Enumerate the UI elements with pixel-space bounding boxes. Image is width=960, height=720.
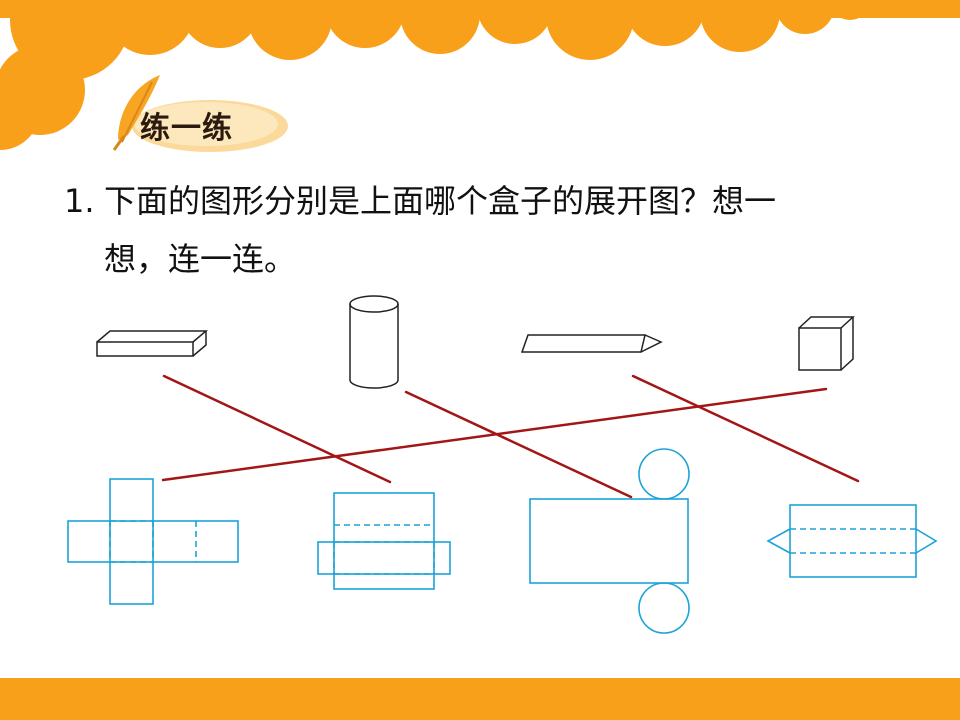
net-cylinder (529, 448, 690, 634)
footer-bar (0, 678, 960, 720)
solid-cylinder (349, 295, 399, 389)
question-text: 1.下面的图形分别是上面哪个盒子的展开图？想一 想，连一连。 (64, 172, 904, 288)
net-cube (67, 478, 239, 605)
connector-cube-to-cube-net (161, 387, 828, 482)
section-title: 练一练 (140, 111, 233, 146)
question-line-2-text: 想，连一连。 (104, 240, 297, 278)
title-badge (132, 100, 288, 152)
question-number: 1. (64, 182, 95, 220)
connector-lines (161, 374, 860, 499)
solid-flat-cuboid (96, 330, 209, 357)
solid-triangular-prism (520, 334, 663, 353)
net-triangular-prism (766, 504, 938, 578)
question-line-2: 想，连一连。 (64, 230, 904, 288)
connector-cuboid-to-cuboid-net (162, 374, 392, 484)
header-cloud-decoration (0, 0, 960, 150)
question-line-1-text: 下面的图形分别是上面哪个盒子的展开图？想一 (104, 182, 777, 220)
question-line-1: 1.下面的图形分别是上面哪个盒子的展开图？想一 (64, 172, 904, 230)
net-cuboid (317, 492, 451, 590)
connector-prism-to-prism-net (631, 374, 860, 483)
feather-icon (112, 75, 160, 151)
solid-cube (798, 316, 855, 371)
connector-cylinder-to-cylinder-net (404, 390, 633, 499)
